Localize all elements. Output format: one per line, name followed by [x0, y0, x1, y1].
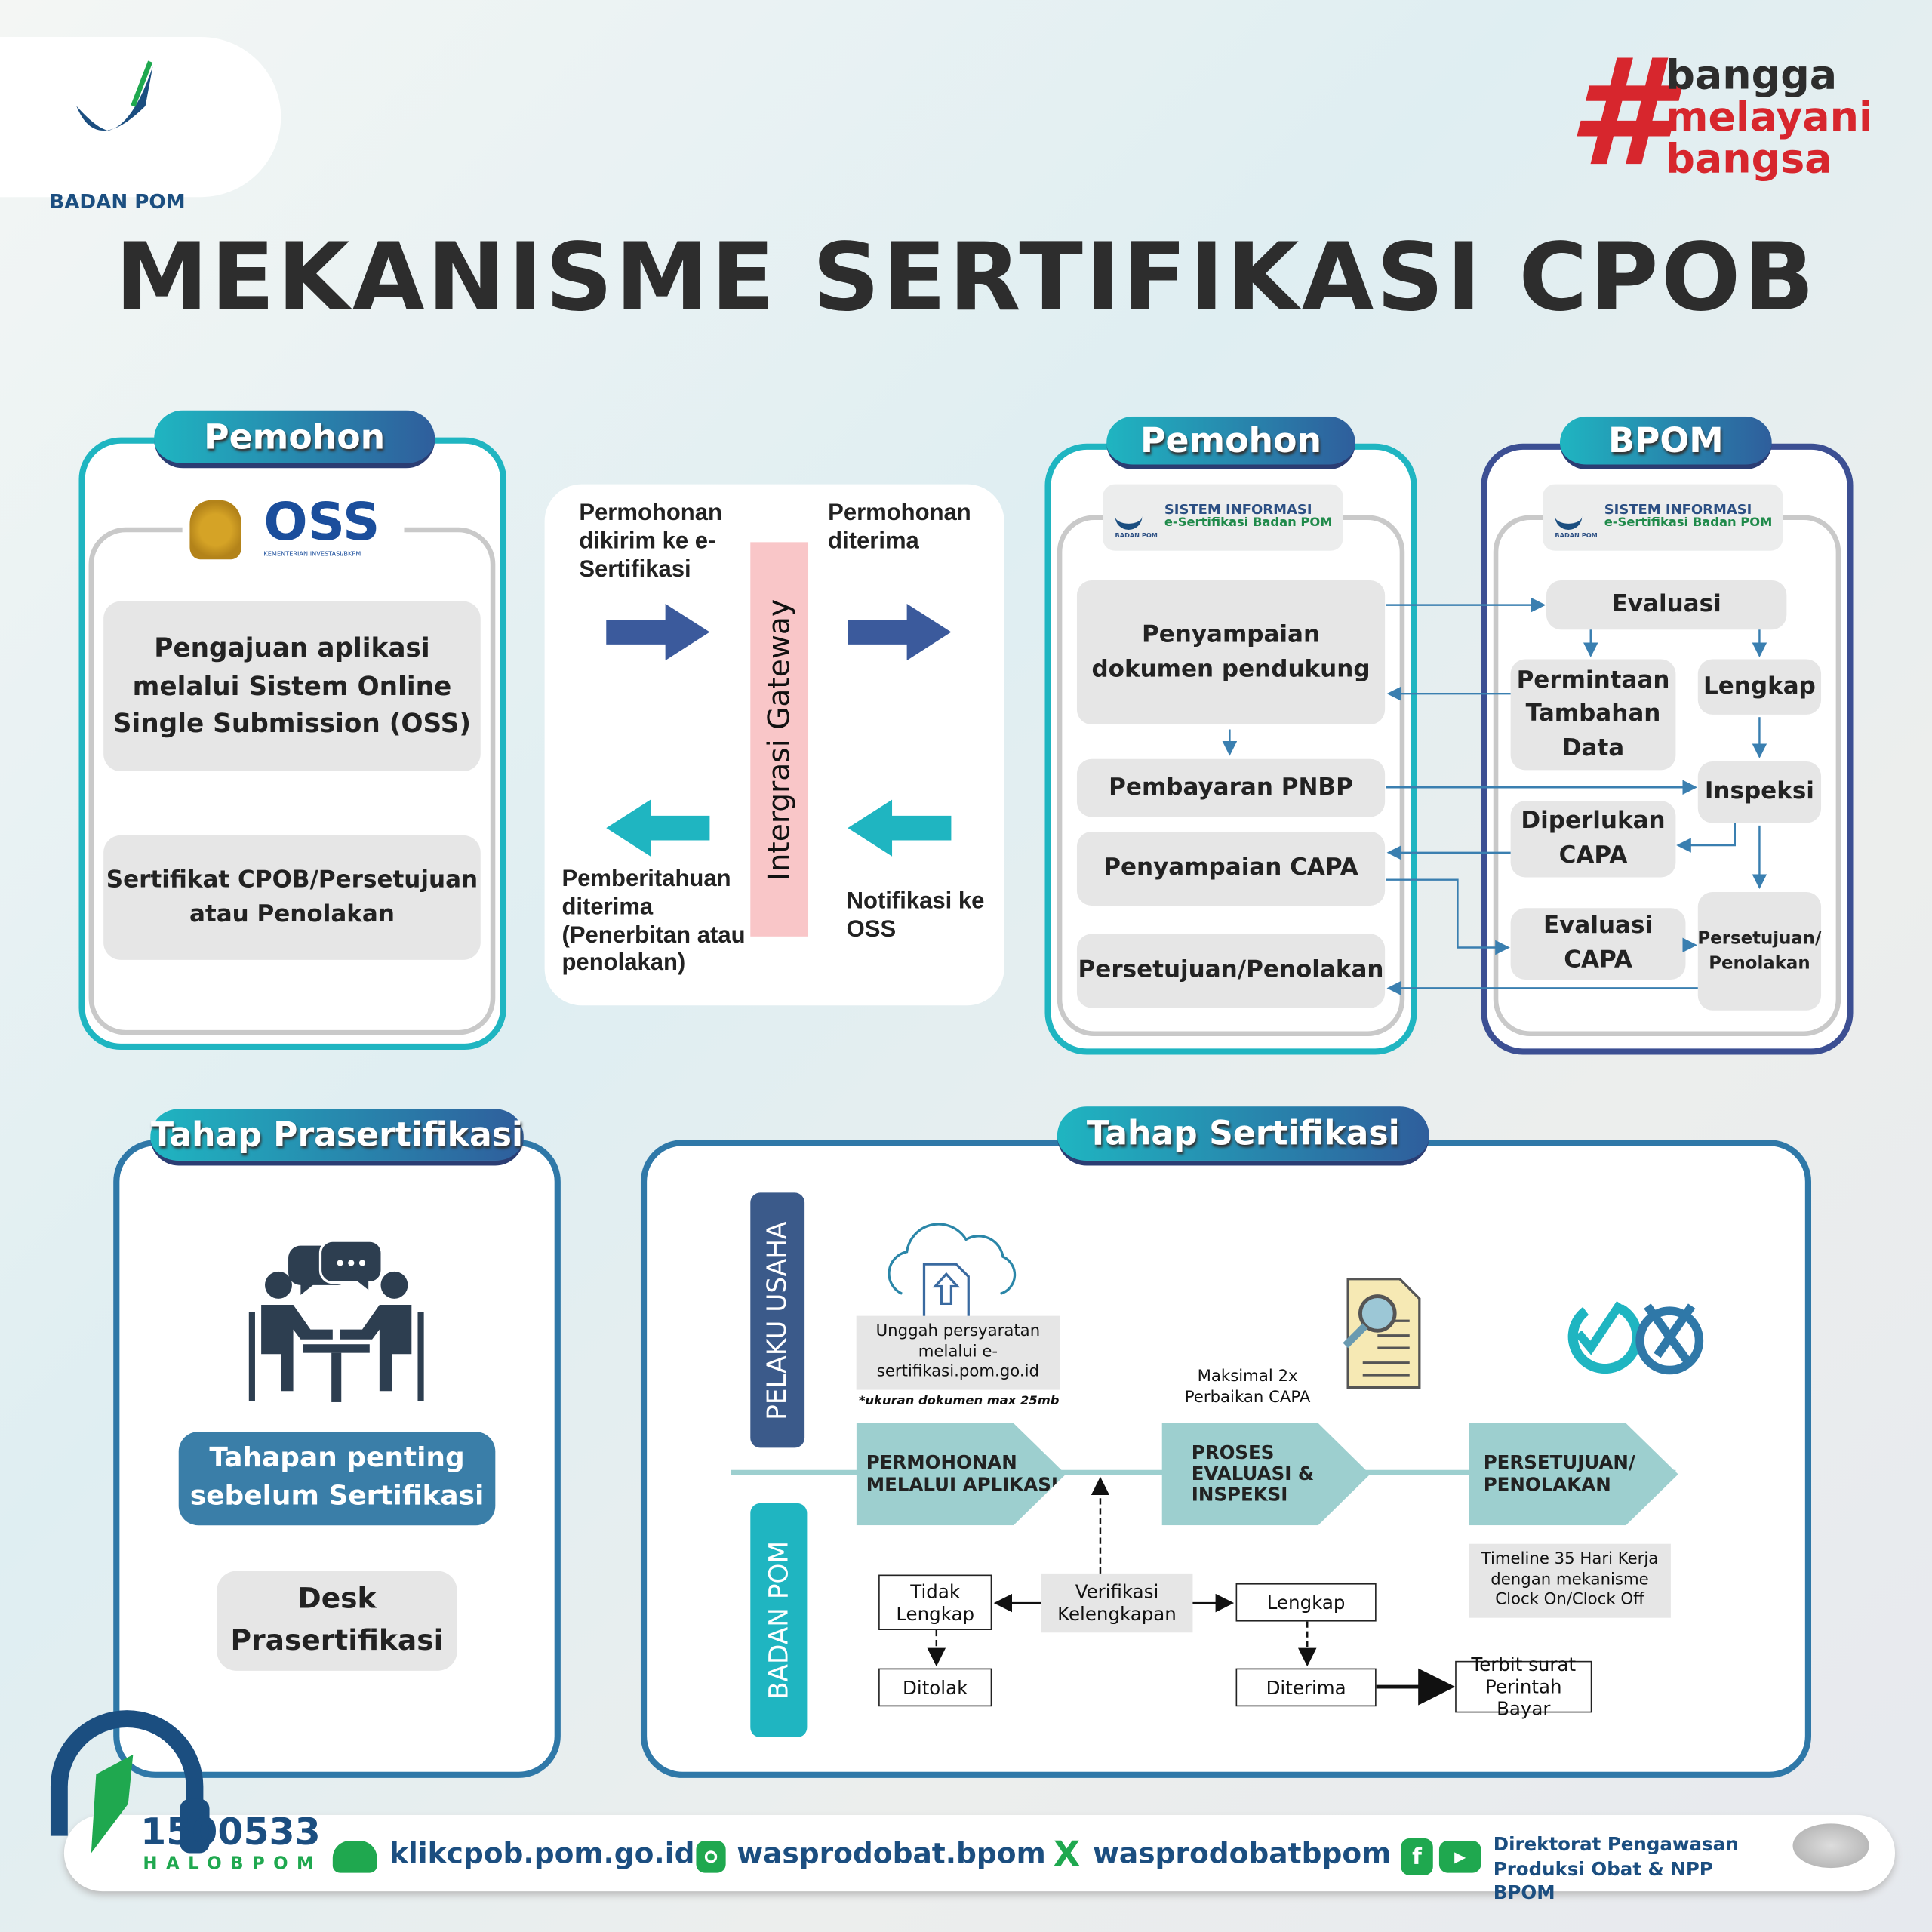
oss-logo-area: OSS KEMENTERIAN INVESTASI/BKPM	[182, 491, 405, 568]
gateway-top-right: Permohonan diterima	[828, 500, 971, 555]
step-persetujuan-penolakan: PERSETUJUAN/ PENOLAKAN	[1469, 1423, 1678, 1526]
approve-reject-icon	[1567, 1301, 1704, 1375]
bpom-inspeksi: Inspeksi	[1697, 761, 1822, 823]
diterima-box: Diterima	[1235, 1668, 1377, 1707]
sertifikasi-header: Tahap Sertifikasi	[1057, 1106, 1429, 1166]
oss-logo: OSS	[263, 491, 380, 552]
verifikasi-kelengkapan: Verifikasi Kelengkapan	[1041, 1573, 1193, 1633]
mini-logo-text: BADAN POM	[1115, 532, 1158, 540]
trophy-icon	[1792, 1823, 1869, 1869]
prasertifikasi-highlight: Tahapan penting sebelum Sertifikasi	[178, 1432, 496, 1526]
oss-step-2: Sertifikat CPOB/Persetujuan atau Penolak…	[103, 835, 481, 960]
step-penyampaian-capa: Penyampaian CAPA	[1076, 832, 1386, 906]
bpom-evaluasi: Evaluasi	[1546, 580, 1787, 630]
website-link[interactable]: klikcpob.pom.go.id	[389, 1838, 695, 1871]
bpom-logo-icon	[1115, 493, 1143, 531]
instagram-icon	[696, 1841, 726, 1873]
cloud-upload-icon	[888, 1223, 1017, 1318]
bpom-evaluasi-capa: Evaluasi CAPA	[1510, 908, 1686, 980]
gateway-bottom-left: Pemberitahuan diterima (Penerbitan atau …	[561, 866, 746, 977]
gateway-label: Intergrasi Gateway	[761, 598, 796, 881]
logo-container: BADAN POM	[0, 36, 281, 213]
bpom-system-logo: BADAN POM SISTEM INFORMASI e-Sertifikasi…	[1543, 484, 1783, 551]
meeting-icon	[248, 1239, 424, 1402]
lane-badan-pom-label: BADAN POM	[764, 1540, 794, 1700]
x-icon: X	[1053, 1833, 1081, 1875]
garuda-icon	[189, 500, 242, 560]
lane-pelaku-usaha-label: PELAKU USAHA	[761, 1221, 792, 1420]
step-proses-evaluasi: PROSES EVALUASI & INSPEKSI	[1161, 1423, 1371, 1526]
lengkap-box: Lengkap	[1235, 1583, 1377, 1622]
system-logo-line2: e-Sertifikasi Badan POM	[1604, 516, 1773, 531]
bpom-lengkap: Lengkap	[1697, 659, 1822, 715]
gateway-bar: Intergrasi Gateway	[750, 542, 809, 937]
oss-step-1: Pengajuan aplikasi melalui Sistem Online…	[103, 601, 481, 772]
step-permohonan: PERMOHONAN MELALUI APLIKASI	[856, 1423, 1066, 1526]
bpom-logo-icon	[1555, 493, 1583, 531]
bpom-logo-icon	[76, 60, 153, 131]
logo-text: BADAN POM	[49, 189, 186, 214]
prasertifikasi-header: Tahap Prasertifikasi	[150, 1109, 524, 1166]
hotline-number: 1500533	[140, 1810, 321, 1855]
upload-size-note: *ukuran dokumen max 25mb	[858, 1395, 1060, 1409]
hashtag-line-2: melayani	[1666, 92, 1873, 141]
tidak-lengkap-box: Tidak Lengkap	[878, 1574, 992, 1630]
upload-note-box: Unggah persyaratan melalui e-sertifikasi…	[856, 1315, 1060, 1390]
page-title: MEKANISME SERTIFIKASI CPOB	[115, 221, 1817, 332]
system-logo-line1: SISTEM INFORMASI	[1604, 501, 1752, 518]
hashtag-line-3: bangsa	[1666, 134, 1832, 183]
cloud-icon	[332, 1841, 377, 1873]
gateway-top-left: Permohonan dikirim ke e-Sertifikasi	[579, 500, 722, 583]
hashtag-line-1: bangga	[1666, 50, 1838, 99]
document-search-icon	[1343, 1278, 1421, 1389]
instagram-handle[interactable]: wasprodobat.bpom	[737, 1838, 1046, 1871]
step-persetujuan: Persetujuan/Penolakan	[1076, 934, 1386, 1008]
oss-subtitle: KEMENTERIAN INVESTASI/BKPM	[263, 550, 361, 558]
step-pembayaran-pnbp: Pembayaran PNBP	[1076, 758, 1386, 817]
youtube-icon: ▶	[1438, 1841, 1481, 1873]
timeline-note: Timeline 35 Hari Kerja dengan mekanisme …	[1469, 1543, 1671, 1618]
pemohon-oss-header: Pemohon	[154, 410, 435, 469]
headset-icon	[50, 1710, 210, 1854]
bpom-persetujuan: Persetujuan/ Penolakan	[1697, 892, 1821, 1011]
hotline-sub: HALOBPOM	[143, 1854, 323, 1875]
bpom-diperlukan-capa: Diperlukan CAPA	[1510, 801, 1676, 878]
pemohon-esert-header: Pemohon	[1106, 416, 1355, 470]
system-logo-line1: SISTEM INFORMASI	[1164, 501, 1312, 518]
org-name: Direktorat Pengawasan Produksi Obat & NP…	[1493, 1833, 1739, 1904]
facebook-icon: f	[1401, 1838, 1433, 1875]
esert-system-logo: BADAN POM SISTEM INFORMASI e-Sertifikasi…	[1103, 484, 1343, 551]
gateway-bottom-right: Notifikasi ke OSS	[846, 888, 985, 943]
system-logo-line2: e-Sertifikasi Badan POM	[1164, 516, 1333, 531]
capa-note: Maksimal 2x Perbaikan CAPA	[1184, 1367, 1311, 1407]
lane-pelaku-usaha: PELAKU USAHA	[750, 1192, 805, 1448]
hashtag-symbol: #	[1567, 28, 1671, 200]
bpom-header: BPOM	[1559, 416, 1772, 470]
terbit-surat-box: Terbit surat Perintah Bayar	[1455, 1654, 1592, 1720]
desk-prasertifikasi: Desk Prasertifikasi	[217, 1571, 457, 1671]
bpom-permintaan: Permintaan Tambahan Data	[1510, 659, 1676, 771]
mini-logo-text: BADAN POM	[1555, 532, 1598, 540]
lane-badan-pom: BADAN POM	[750, 1503, 808, 1738]
ditolak-box: Ditolak	[878, 1668, 992, 1707]
x-handle[interactable]: wasprodobatbpom	[1093, 1838, 1392, 1871]
step-penyampaian-dokumen: Penyampaian dokumen pendukung	[1076, 580, 1386, 724]
